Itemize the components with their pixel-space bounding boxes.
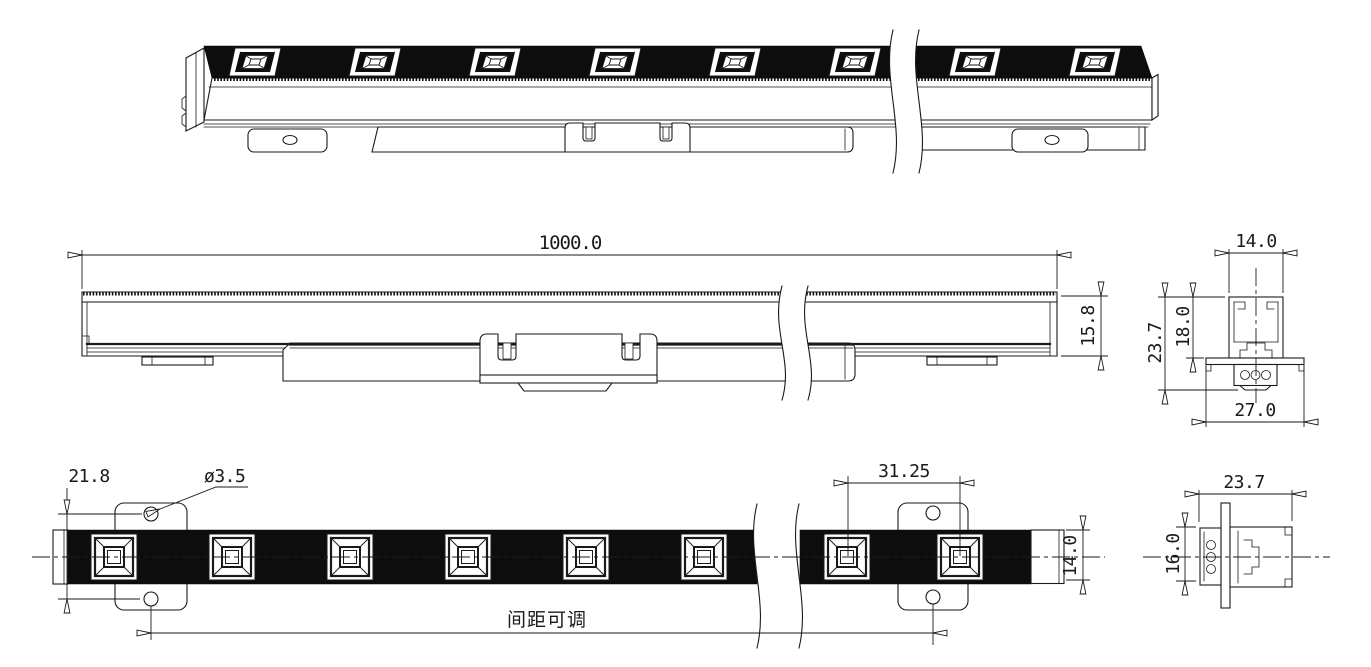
led-lens (948, 47, 1002, 77)
dim-text-height: 15.8 (1078, 305, 1099, 346)
dim-section-base-width: 27.0 (1191, 366, 1319, 427)
mounting-foot-right (1011, 128, 1089, 153)
bracket-hole (143, 506, 159, 522)
dim-text-body-height: 18.0 (1173, 306, 1194, 347)
foot-hole (1044, 134, 1060, 146)
dim-section-body-height: 18.0 (1173, 282, 1204, 373)
dim-text-length: 1000.0 (539, 232, 602, 254)
dim-text-hole-spacing: 21.8 (68, 466, 109, 487)
dim-hole-spacing: 21.8 (58, 466, 142, 614)
led-lens (1068, 47, 1122, 77)
led-lens (348, 47, 402, 77)
break-line (889, 29, 923, 174)
dim-text-bottom-section-width: 23.7 (1223, 472, 1264, 493)
dim-text-bottom-section-height: 16.0 (1163, 533, 1184, 574)
foot-hole (282, 134, 298, 146)
dim-bottom-section-width: 23.7 (1184, 472, 1307, 522)
led-strip (203, 45, 1153, 79)
dim-text-hole-diameter: ø3.5 (204, 466, 245, 487)
end-section-view: 14.0 23.7 18.0 27.0 (1145, 231, 1319, 427)
dim-text-overall-height: 23.7 (1145, 322, 1166, 363)
clip-foot (516, 382, 614, 392)
clip-base (479, 374, 658, 384)
bar-outline (81, 291, 1058, 357)
led-lens (468, 47, 522, 77)
break-line (778, 285, 812, 401)
mounting-flange (1205, 357, 1305, 366)
led-bar-black-left (67, 529, 758, 585)
dim-adjustable-spacing: 间距可调 (136, 604, 948, 645)
dim-bar-height: 15.8 (1061, 281, 1108, 371)
dim-section-overall-height: 23.7 (1145, 282, 1238, 405)
housing-end-face (1151, 73, 1159, 122)
bracket-hole (143, 591, 159, 607)
front-view: 1000.0 15.8 (67, 232, 1108, 401)
front-foot-left (141, 356, 214, 366)
perspective-view (181, 29, 1159, 174)
dim-led-pitch: 31.25 (833, 461, 975, 556)
led-lens (828, 47, 882, 77)
led-lens (708, 47, 762, 77)
slide-clip (564, 122, 691, 153)
dim-bottom-section-height: 16.0 (1163, 512, 1196, 596)
bracket-hole (925, 589, 941, 605)
end-cap-left (185, 47, 205, 132)
front-clip (479, 333, 658, 384)
bracket-hole (925, 505, 941, 521)
dim-text-top-width: 14.0 (1235, 231, 1276, 252)
led-lens (228, 47, 282, 77)
bottom-view: 21.8 ø3.5 31.25 14.0 间距可调 (32, 461, 1105, 649)
dim-text-led-pitch: 31.25 (878, 461, 930, 482)
dim-hole-diameter: ø3.5 (145, 466, 248, 518)
bracket-plate (1220, 502, 1231, 609)
dim-text-spacing-note: 间距可调 (507, 609, 587, 631)
led-lens (588, 47, 642, 77)
dim-text-bar-width: 14.0 (1060, 535, 1081, 576)
dim-bar-width: 14.0 (1060, 515, 1090, 595)
mounting-foot-left (247, 128, 328, 153)
bottom-end-section-view: 23.7 16.0 (1143, 472, 1330, 609)
dim-section-top-width: 14.0 (1214, 231, 1298, 293)
housing-front-face (203, 77, 1153, 121)
dim-text-base-width: 27.0 (1234, 400, 1275, 421)
front-foot-right (926, 356, 998, 366)
dim-overall-length: 1000.0 (67, 232, 1072, 289)
